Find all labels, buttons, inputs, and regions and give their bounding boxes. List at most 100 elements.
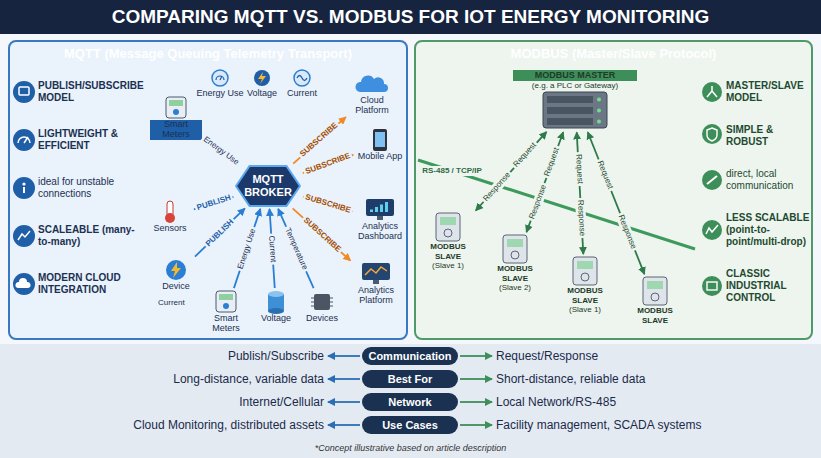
chart-bar bbox=[380, 205, 383, 213]
edge-label: SUBSCRIBE bbox=[299, 214, 344, 256]
device-node: Smart Meters bbox=[150, 96, 202, 140]
battery-top bbox=[268, 291, 284, 297]
signal-label: Current bbox=[158, 298, 185, 308]
node-text: (Slave 1) bbox=[418, 261, 478, 271]
panel-fill bbox=[414, 40, 813, 340]
chart-bar bbox=[385, 202, 388, 212]
meter-icon bbox=[166, 97, 186, 118]
feature-text: SCALEABLE (many-to-many) bbox=[38, 224, 146, 248]
node-text: Analytics Dashboard bbox=[354, 222, 406, 242]
response-label: Response bbox=[480, 169, 514, 205]
panel-fill bbox=[8, 40, 408, 340]
icon bbox=[485, 234, 545, 264]
node-text: Sensors bbox=[148, 224, 192, 234]
feature-icon bbox=[702, 124, 722, 144]
icon-glyph bbox=[18, 137, 30, 143]
response-label: Response bbox=[575, 197, 587, 238]
slave-screen bbox=[440, 217, 456, 225]
row-text: Local Network/RS-485 bbox=[494, 394, 618, 410]
chart-bar bbox=[370, 210, 373, 213]
cloud-icon bbox=[355, 76, 388, 92]
category-pill: Communication bbox=[362, 347, 458, 365]
connector bbox=[588, 132, 645, 274]
chip-pin bbox=[311, 298, 314, 299]
voltage-icon bbox=[258, 72, 266, 84]
meter-icon bbox=[216, 291, 236, 312]
icon-glyph bbox=[18, 231, 30, 240]
slave-dial bbox=[651, 293, 659, 301]
row-text: Short-distance, reliable data bbox=[494, 371, 647, 387]
icon bbox=[418, 212, 478, 242]
feature-text: SIMPLE & ROBUST bbox=[726, 124, 812, 148]
icon-glyph bbox=[23, 187, 25, 193]
icon bbox=[354, 198, 406, 222]
energy-icon bbox=[212, 70, 228, 86]
slave-dial bbox=[511, 251, 519, 259]
slave-dial bbox=[444, 229, 452, 237]
energy-icon bbox=[216, 76, 224, 80]
feature-icon bbox=[13, 225, 35, 247]
meter-dial bbox=[173, 109, 179, 115]
row-text: Internet/Cellular bbox=[237, 394, 326, 410]
device-node: Sensors bbox=[148, 200, 192, 234]
icon-glyph bbox=[22, 182, 25, 185]
node-text: MODBUS MASTER bbox=[513, 70, 637, 81]
icon bbox=[254, 290, 298, 314]
table-band bbox=[0, 344, 821, 458]
node-text: Smart Meters bbox=[200, 314, 252, 334]
feature-icon bbox=[13, 129, 35, 151]
edge-label: Energy Use bbox=[199, 133, 242, 168]
icon bbox=[148, 200, 192, 224]
icon bbox=[343, 72, 401, 96]
monitor-stand bbox=[377, 216, 383, 220]
node-text: (e.g. a PLC or Gateway) bbox=[513, 81, 637, 91]
icon-glyph bbox=[19, 87, 29, 95]
monitor-icon bbox=[366, 199, 394, 216]
connector bbox=[195, 208, 245, 256]
feature-icon bbox=[702, 170, 722, 190]
feature-text: MODERN CLOUD INTEGRATION bbox=[38, 272, 146, 296]
edge-label: SUBSCRIBE bbox=[302, 192, 354, 216]
node-text: MODBUS SLAVE bbox=[485, 264, 545, 283]
bus-line bbox=[418, 160, 695, 249]
signal-label: Energy Use bbox=[196, 88, 243, 99]
slave-meter-icon bbox=[643, 277, 667, 305]
device-node: Analytics Dashboard bbox=[354, 198, 406, 242]
hexagon-shape bbox=[236, 166, 300, 206]
server-led bbox=[597, 98, 601, 102]
slave-screen bbox=[647, 281, 663, 289]
icon bbox=[347, 262, 405, 286]
server-slot bbox=[547, 96, 593, 103]
slave-node: MODBUS SLAVE(Slave 1) bbox=[555, 256, 615, 315]
title: COMPARING MQTT VS. MODBUS FOR IOT ENERGY… bbox=[0, 0, 821, 34]
signal-label: Voltage bbox=[247, 88, 277, 99]
server-led bbox=[597, 109, 601, 113]
slave-meter-icon bbox=[436, 213, 460, 241]
device-node: Smart Meters bbox=[200, 290, 252, 334]
node-text: (Slave 1) bbox=[555, 305, 615, 315]
node-text: Local Network/RS-485 bbox=[496, 394, 616, 410]
icon bbox=[200, 290, 252, 314]
feature-text: PUBLISH/SUBSCRIBE MODEL bbox=[38, 80, 146, 104]
server-icon bbox=[543, 92, 607, 128]
icon-glyph bbox=[707, 86, 717, 97]
meter-dial bbox=[223, 303, 229, 309]
edge-label: Request bbox=[542, 145, 563, 180]
device-node: Voltage bbox=[254, 290, 298, 324]
chart-bar bbox=[375, 207, 378, 212]
caption: *Concept illustrative based on article d… bbox=[0, 443, 821, 454]
server-led bbox=[597, 120, 601, 124]
feature-icon bbox=[13, 273, 35, 295]
icon bbox=[154, 258, 198, 282]
icon-glyph bbox=[15, 278, 30, 288]
row-text: Long-distance, variable data bbox=[171, 371, 326, 387]
server-slot bbox=[547, 118, 593, 125]
category-pill: Use Cases bbox=[362, 416, 458, 434]
connector bbox=[460, 424, 492, 426]
icon-glyph bbox=[707, 128, 717, 141]
chip-pin bbox=[330, 298, 333, 299]
node-text: Devices bbox=[300, 314, 344, 324]
icon-glyph bbox=[707, 282, 717, 290]
icon bbox=[300, 290, 344, 314]
